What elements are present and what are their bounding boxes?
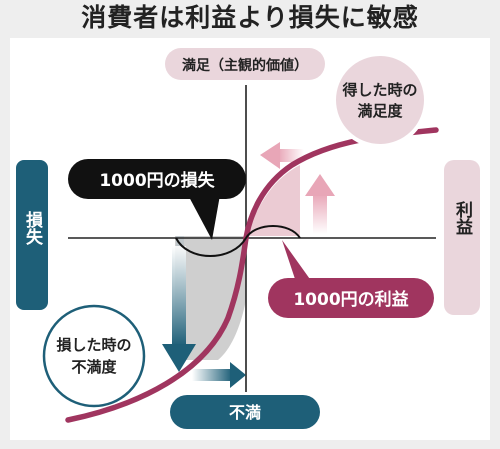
gain-axis-label-box xyxy=(444,160,480,315)
loss-arc xyxy=(175,237,247,257)
loss-axis-label: 損失 xyxy=(22,210,43,246)
loss-callout-box xyxy=(68,159,246,199)
gain-area xyxy=(246,165,300,236)
loss-right-arrow-head xyxy=(230,362,246,388)
satisfaction-axis-label-box xyxy=(165,48,325,80)
loss-down-arrow-shaft xyxy=(172,246,186,346)
loss-down-arrow-head xyxy=(162,344,196,372)
loss-callout-text: 1000円の損失 xyxy=(99,170,215,191)
loss-right-arrow-shaft xyxy=(192,369,232,381)
gain-up-arrow-head xyxy=(305,174,335,196)
loss-dissatisfaction-line1: 損した時の xyxy=(56,336,131,354)
loss-dissatisfaction-line2: 不満度 xyxy=(71,358,117,376)
loss-callout-pointer xyxy=(188,195,220,240)
gain-axis-label: 利益 xyxy=(452,200,473,235)
gain-callout-text: 1000円の利益 xyxy=(293,289,408,310)
gain-satisfaction-bubble xyxy=(332,52,428,148)
dissatisfaction-axis-label: 不満 xyxy=(229,403,261,422)
loss-area xyxy=(175,236,246,360)
loss-axis-label-box xyxy=(16,160,48,310)
gain-callout-box xyxy=(268,278,434,318)
figure-title: 消費者は利益より損失に敏感 xyxy=(0,0,500,36)
gain-left-arrow-head xyxy=(260,142,280,169)
gain-up-arrow-shaft xyxy=(313,194,327,234)
satisfaction-axis-label: 満足（主観的価値） xyxy=(182,57,308,74)
gain-arc xyxy=(245,225,301,239)
gain-satisfaction-line1: 得した時の xyxy=(341,81,417,99)
loss-dissatisfaction-bubble xyxy=(42,304,146,408)
dissatisfaction-axis-label-box xyxy=(170,395,320,429)
gain-satisfaction-line2: 満足度 xyxy=(357,102,403,120)
gain-callout-pointer xyxy=(282,240,312,282)
